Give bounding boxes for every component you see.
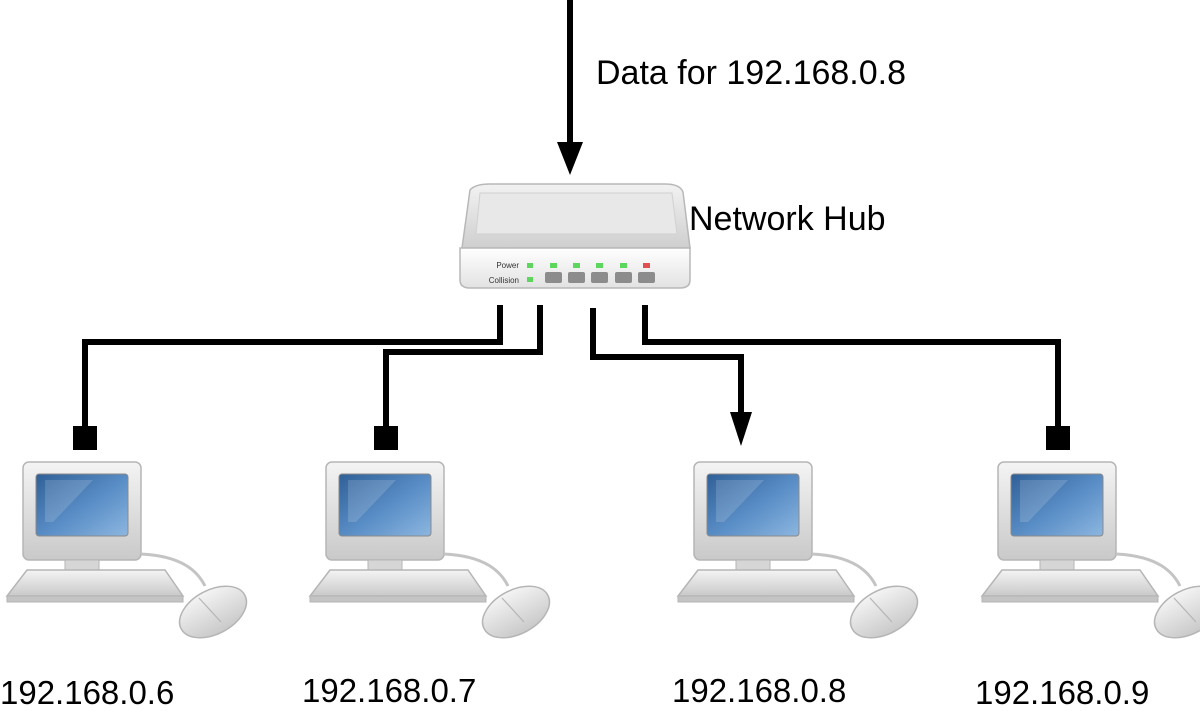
computer-ip-label: 192.168.0.9 [975, 674, 1150, 711]
computer-icon [980, 460, 1200, 650]
power-label: Power [496, 261, 519, 270]
port [568, 272, 585, 283]
cable-to-192-168-0-9 [642, 305, 1061, 428]
port [615, 272, 632, 283]
computer-icon [5, 460, 257, 650]
connector-block [1046, 426, 1070, 450]
connector-block [73, 426, 97, 450]
port-led [643, 263, 650, 268]
network-hub-icon: Power Collision [459, 183, 691, 289]
port-led [596, 263, 603, 268]
connector-block [374, 426, 398, 450]
computer-ip-label: 192.168.0.8 [672, 672, 847, 709]
computer-ip-label: 192.168.0.6 [0, 674, 175, 711]
collision-label: Collision [489, 276, 519, 285]
power-led [527, 263, 533, 268]
port-led [620, 263, 627, 268]
computer-icon [308, 460, 560, 650]
cable-to-192-168-0-6 [82, 305, 503, 428]
incoming-data-arrow [557, 0, 583, 175]
port-led [550, 263, 557, 268]
delivery-arrowhead [730, 412, 752, 446]
computer-ip-label: 192.168.0.7 [302, 672, 477, 709]
cable-to-192-168-0-8 [590, 308, 744, 418]
port [638, 272, 655, 283]
hub-label: Network Hub [689, 200, 886, 238]
port [545, 272, 562, 283]
collision-led [527, 277, 533, 282]
port [591, 272, 608, 283]
computer-icon [676, 460, 928, 650]
incoming-data-label: Data for 192.168.0.8 [596, 54, 907, 92]
cable-to-192-168-0-7 [383, 305, 543, 428]
port-led [573, 263, 580, 268]
